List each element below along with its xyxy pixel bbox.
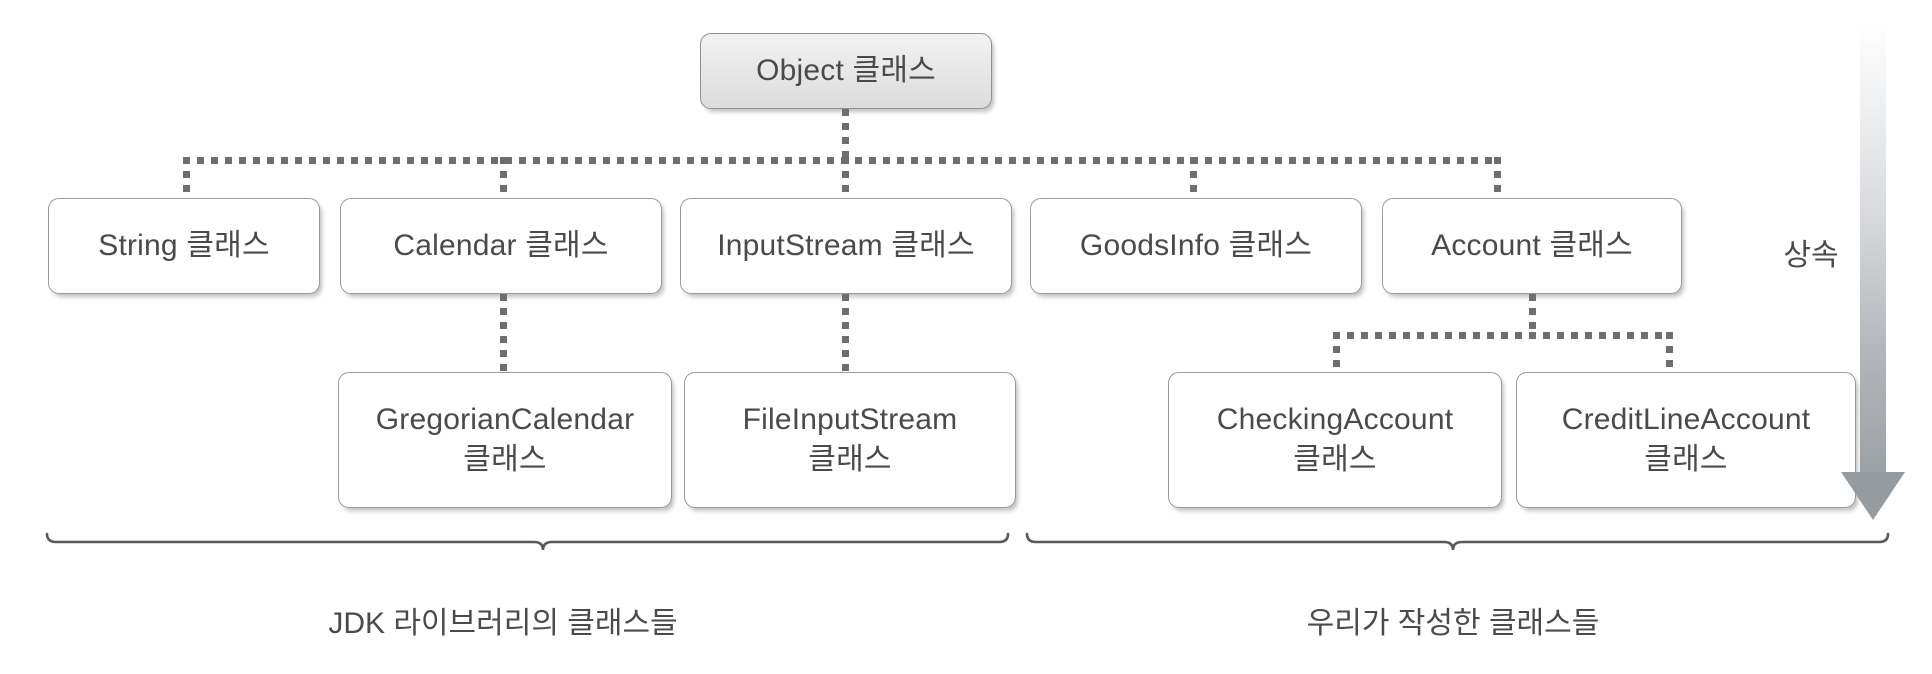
class-box-inputstream: InputStream 클래스 bbox=[680, 198, 1012, 294]
connector-bus-account bbox=[1333, 332, 1673, 339]
class-box-object: Object 클래스 bbox=[700, 33, 992, 109]
class-box-gregoriancalendar: GregorianCalendar 클래스 bbox=[338, 372, 672, 508]
connector-drop-inputstream bbox=[842, 157, 849, 201]
connector-drop-goodsinfo bbox=[1190, 157, 1197, 201]
connector-drop-account bbox=[1494, 157, 1501, 201]
connector-drop-string bbox=[183, 157, 190, 201]
brace-our-classes bbox=[1020, 528, 1900, 560]
inheritance-arrow-head bbox=[1841, 472, 1905, 520]
connector-drop-creditlineaccount bbox=[1666, 332, 1673, 376]
brace-jdk-library bbox=[40, 528, 1020, 560]
class-box-account: Account 클래스 bbox=[1382, 198, 1682, 294]
connector-drop-calendar bbox=[500, 157, 507, 201]
connector-account-stem bbox=[1529, 294, 1536, 338]
class-box-goodsinfo: GoodsInfo 클래스 bbox=[1030, 198, 1362, 294]
class-box-creditlineaccount: CreditLineAccount 클래스 bbox=[1516, 372, 1856, 508]
inheritance-direction-label: 상속 bbox=[1783, 239, 1839, 272]
connector-root-stem bbox=[842, 109, 849, 161]
class-box-string: String 클래스 bbox=[48, 198, 320, 294]
inheritance-arrow-shaft bbox=[1860, 22, 1886, 478]
class-box-calendar: Calendar 클래스 bbox=[340, 198, 662, 294]
group-label-our-classes: 우리가 작성한 클래스들 bbox=[1306, 607, 1600, 640]
inheritance-arrow bbox=[1838, 22, 1908, 522]
class-box-checkingaccount: CheckingAccount 클래스 bbox=[1168, 372, 1502, 508]
connector-inputstream-to-fileinputstream bbox=[842, 294, 849, 374]
connector-drop-checkingaccount bbox=[1333, 332, 1340, 376]
group-label-jdk-library: JDK 라이브러리의 클래스들 bbox=[328, 607, 678, 640]
class-box-fileinputstream: FileInputStream 클래스 bbox=[684, 372, 1016, 508]
connector-calendar-to-gregorian bbox=[500, 294, 507, 374]
